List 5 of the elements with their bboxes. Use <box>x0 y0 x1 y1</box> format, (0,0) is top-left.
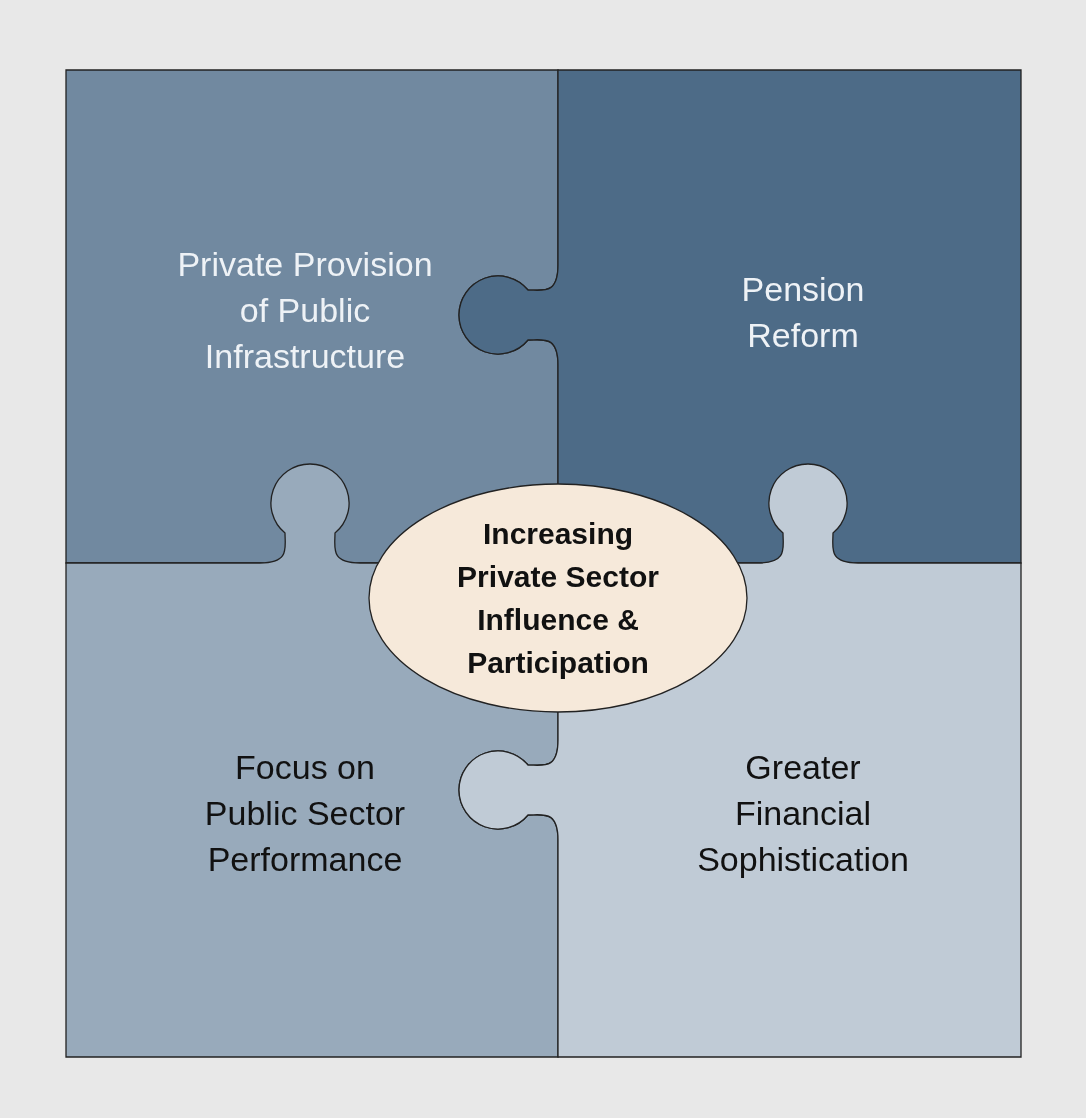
piece-label: Focus on Public Sector Performance <box>203 747 407 880</box>
piece-label: Greater Financial Sophistication <box>696 747 910 880</box>
center-label: Increasing Private Sector Influence & Participation <box>456 516 660 681</box>
piece-label: Pension Reform <box>740 269 866 356</box>
piece-label: Private Provision of Public Infrastructure <box>176 244 434 377</box>
